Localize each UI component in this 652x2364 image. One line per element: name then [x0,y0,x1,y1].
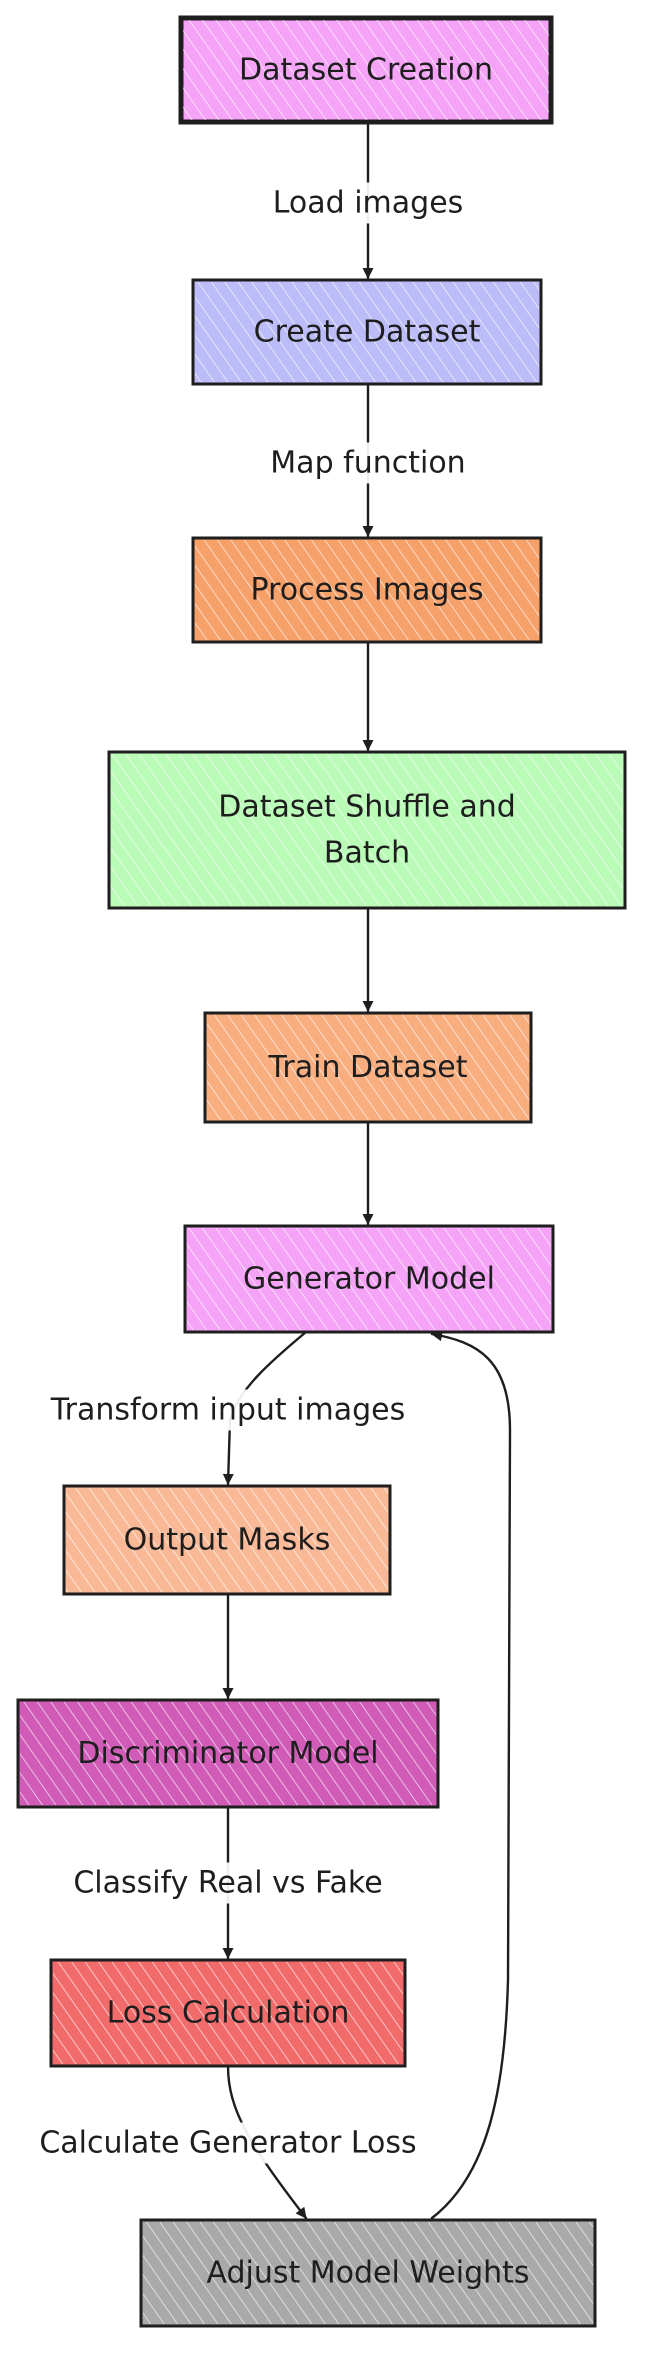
node-train-dataset: Train Dataset [203,1011,533,1124]
edge-label-group: Load images [266,182,470,224]
node-hatch [183,20,549,120]
node-label: Create Dataset [254,315,481,350]
edge-label-bg [264,442,472,484]
node-label: Adjust Model Weights [206,2256,529,2291]
edge-label: Load images [273,186,464,221]
node-label: Dataset Creation [239,53,493,88]
node-hatch [66,1488,388,1592]
node-hatch [143,2222,593,2324]
edge-label-bg [43,1389,412,1431]
edge-label: Calculate Generator Loss [39,2126,416,2161]
node-label: Loss Calculation [107,1996,350,2031]
node-adjust-model-weights: Adjust Model Weights [139,2218,597,2328]
node-label: Batch [324,836,410,871]
edge-label-group: Transform input images [43,1389,412,1431]
edge-label: Classify Real vs Fake [73,1866,382,1901]
node-hatch [195,282,539,382]
node-generator-model: Generator Model [183,1224,555,1334]
edge-label-bg [266,182,470,224]
node-hatch [111,754,623,906]
edge-adjust-model-weights-to-generator-model [430,1330,512,2220]
edge-label-group: Calculate Generator Loss [33,2122,423,2164]
edge-label-group: Classify Real vs Fake [67,1862,389,1904]
node-hatch [53,1962,403,2064]
node-label: Dataset Shuffle and [218,790,516,825]
edges-layer [222,120,512,2220]
node-hatch [187,1228,551,1330]
node-process-images: Process Images [191,536,543,644]
node-hatch [20,1702,436,1805]
node-label: Train Dataset [268,1050,468,1085]
edge-label-group: Map function [264,442,472,484]
edge-label-bg [33,2122,423,2164]
node-discriminator-model: Discriminator Model [16,1698,440,1809]
edge-label: Transform input images [50,1393,406,1428]
edge-label-bg [67,1862,389,1904]
node-hatch [195,540,539,640]
node-dataset-creation: Dataset Creation [178,15,554,125]
node-hatch [207,1015,529,1120]
node-create-dataset: Create Dataset [191,278,543,386]
edge-label: Map function [270,446,465,481]
node-output-masks: Output Masks [62,1484,392,1596]
node-label: Output Masks [124,1523,331,1558]
node-label: Generator Model [243,1262,495,1297]
node-label: Process Images [251,573,484,608]
node-label: Discriminator Model [77,1736,378,1771]
node-loss-calculation: Loss Calculation [49,1958,407,2068]
